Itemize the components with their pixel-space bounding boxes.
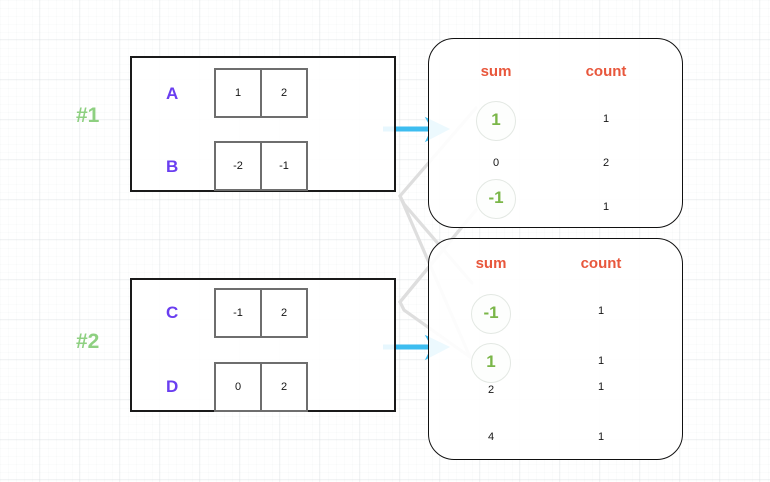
aggregate-panel-2 [428,238,683,460]
panel-2-row-2-count: 1 [597,381,605,393]
row-cells-d: 0 2 [214,362,308,412]
panel-1-row-2-sum: -1 [488,188,504,207]
panel-2-row-0-sum: -1 [483,303,499,322]
cell-b-1: -1 [260,141,308,191]
cell-c-0: -1 [214,288,262,338]
highlight-circle-p1-r2 [476,179,516,219]
group-tag-2: #2 [76,330,100,353]
aggregate-panel-1 [428,38,683,228]
cell-b-0: -2 [214,141,262,191]
panel-1-header-count: count [585,63,627,80]
panel-2-row-3-count: 1 [597,431,605,443]
cell-c-1: 2 [260,288,308,338]
cell-a-0: 1 [214,68,262,118]
panel-2-header-sum: sum [475,255,507,272]
panel-2-row-0-count: 1 [597,305,605,317]
row-label-d: D [166,377,179,396]
panel-2-row-1-count: 1 [597,355,605,367]
panel-1-row-2-count: 1 [602,201,610,213]
panel-1-row-1-count: 2 [602,157,610,169]
panel-1-row-1-sum: 0 [492,157,500,169]
row-cells-c: -1 2 [214,288,308,338]
highlight-circle-p1-r0 [476,101,516,141]
panel-1-header-sum: sum [480,63,512,80]
cell-a-1: 2 [260,68,308,118]
cell-d-0: 0 [214,362,262,412]
panel-2-row-1-sum: 1 [486,352,496,371]
row-label-b: B [166,157,179,176]
panel-1-row-0-count: 1 [602,113,610,125]
group-tag-1: #1 [76,104,100,127]
cell-d-1: 2 [260,362,308,412]
highlight-circle-p2-r0 [471,294,511,334]
panel-2-row-2-sum: 2 [487,384,495,396]
row-cells-b: -2 -1 [214,141,308,191]
row-label-a: A [166,84,179,103]
panel-2-header-count: count [580,255,622,272]
row-cells-a: 1 2 [214,68,308,118]
row-label-c: C [166,303,179,322]
panel-2-row-3-sum: 4 [487,431,495,443]
panel-1-row-0-sum: 1 [491,110,501,129]
highlight-circle-p2-r1 [471,343,511,383]
